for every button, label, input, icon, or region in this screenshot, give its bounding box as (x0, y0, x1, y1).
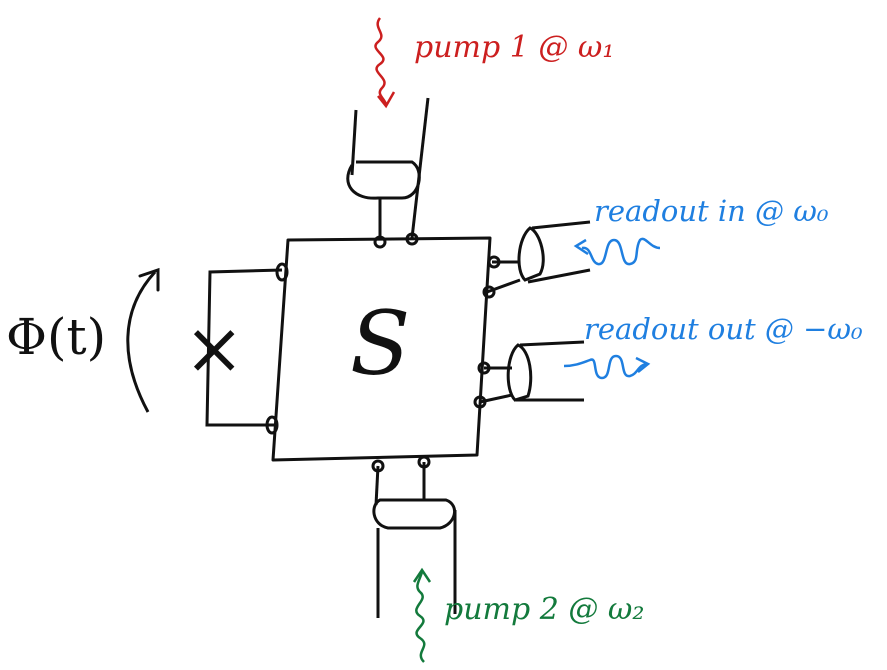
readout-in-node-top (487, 255, 501, 269)
flux-label: Φ(t) (6, 308, 107, 366)
readout-in-arrow-head (573, 238, 589, 256)
readout-in-line-bottom (527, 268, 591, 284)
readout-out-line-top (519, 340, 585, 347)
readout-in-coupler (517, 226, 545, 282)
pump2-label: pump 2 @ ω₂ (444, 592, 645, 627)
bottom-lead-left (374, 465, 380, 506)
josephson-junction: × (184, 306, 245, 390)
readout-in-line-top (531, 220, 591, 230)
top-coupler (346, 160, 421, 200)
readout-out-coupler (506, 343, 533, 402)
pump2-arrow-head (412, 567, 432, 583)
bottom-coupler (372, 498, 456, 530)
top-line-left (350, 109, 358, 176)
bottom-node-left (371, 459, 385, 473)
pump1-wave (374, 17, 388, 105)
top-line-right (410, 97, 430, 239)
readout-in-node-bottom (482, 285, 496, 299)
flux-arrow (126, 270, 157, 413)
scattering-symbol: S (350, 292, 411, 395)
readout-in-label: readout in @ ω₀ (594, 194, 829, 228)
scattering-box (271, 236, 492, 462)
bottom-node-right (417, 455, 431, 469)
top-node-left (373, 235, 387, 249)
pump1-label: pump 1 @ ω₁ (414, 30, 615, 65)
readout-out-arrow-head (635, 356, 651, 373)
flux-arrow-head (138, 267, 160, 292)
flux-loop-node-bottom (265, 415, 279, 435)
readout-out-node-top (477, 361, 491, 375)
readout-out-label: readout out @ −ω₀ (584, 312, 863, 346)
top-node-right (405, 232, 419, 246)
pump2-wave (415, 571, 426, 663)
readout-in-wave (581, 237, 661, 266)
flux-loop-node-top (275, 262, 289, 282)
readout-out-node-bottom (473, 395, 487, 409)
readout-in-lead-bottom (486, 278, 521, 294)
flux-loop (205, 268, 283, 427)
pump1-arrow-head (377, 91, 396, 109)
readout-out-wave (563, 354, 649, 380)
